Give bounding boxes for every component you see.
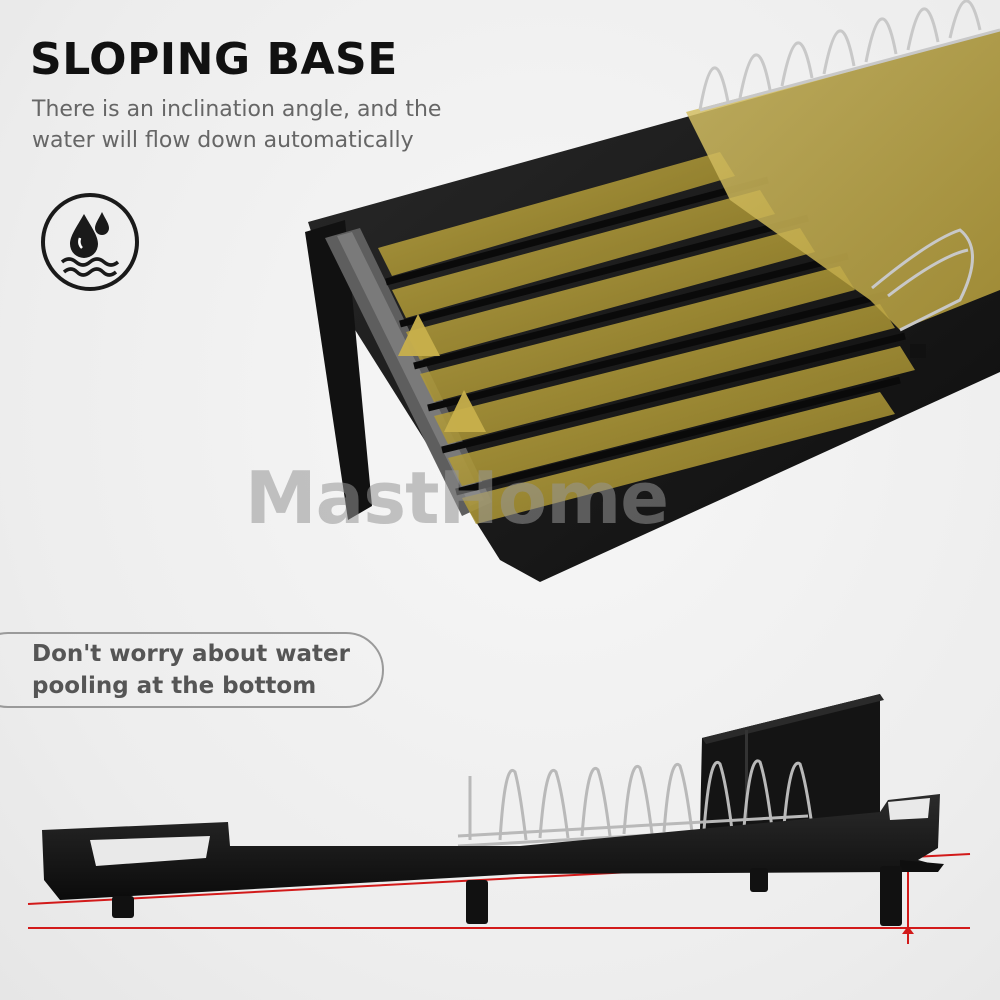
subtitle-line-2: water will flow down automatically [32, 128, 414, 153]
side-view-rack [27, 694, 971, 944]
utensil-holder [700, 694, 884, 830]
slope-up-arrow-icon [398, 314, 486, 432]
brand-watermark: MastHome [245, 456, 669, 540]
callout-bubble [0, 632, 384, 708]
page-title: SLOPING BASE [30, 34, 398, 85]
top-tray [305, 0, 1000, 582]
rack-legs [112, 866, 902, 926]
wire-rack-top [698, 0, 1000, 332]
callout-text: Don't worry about water pooling at the b… [32, 638, 350, 702]
callout-line-1: Don't worry about water [32, 641, 350, 667]
subtitle-line-1: There is an inclination angle, and the [32, 97, 442, 122]
gold-ribs [378, 152, 915, 524]
tray-grooves [385, 176, 906, 496]
subtitle: There is an inclination angle, and the w… [32, 94, 512, 156]
water-drops-waves-icon [41, 193, 139, 291]
callout-line-2: pooling at the bottom [32, 673, 317, 699]
